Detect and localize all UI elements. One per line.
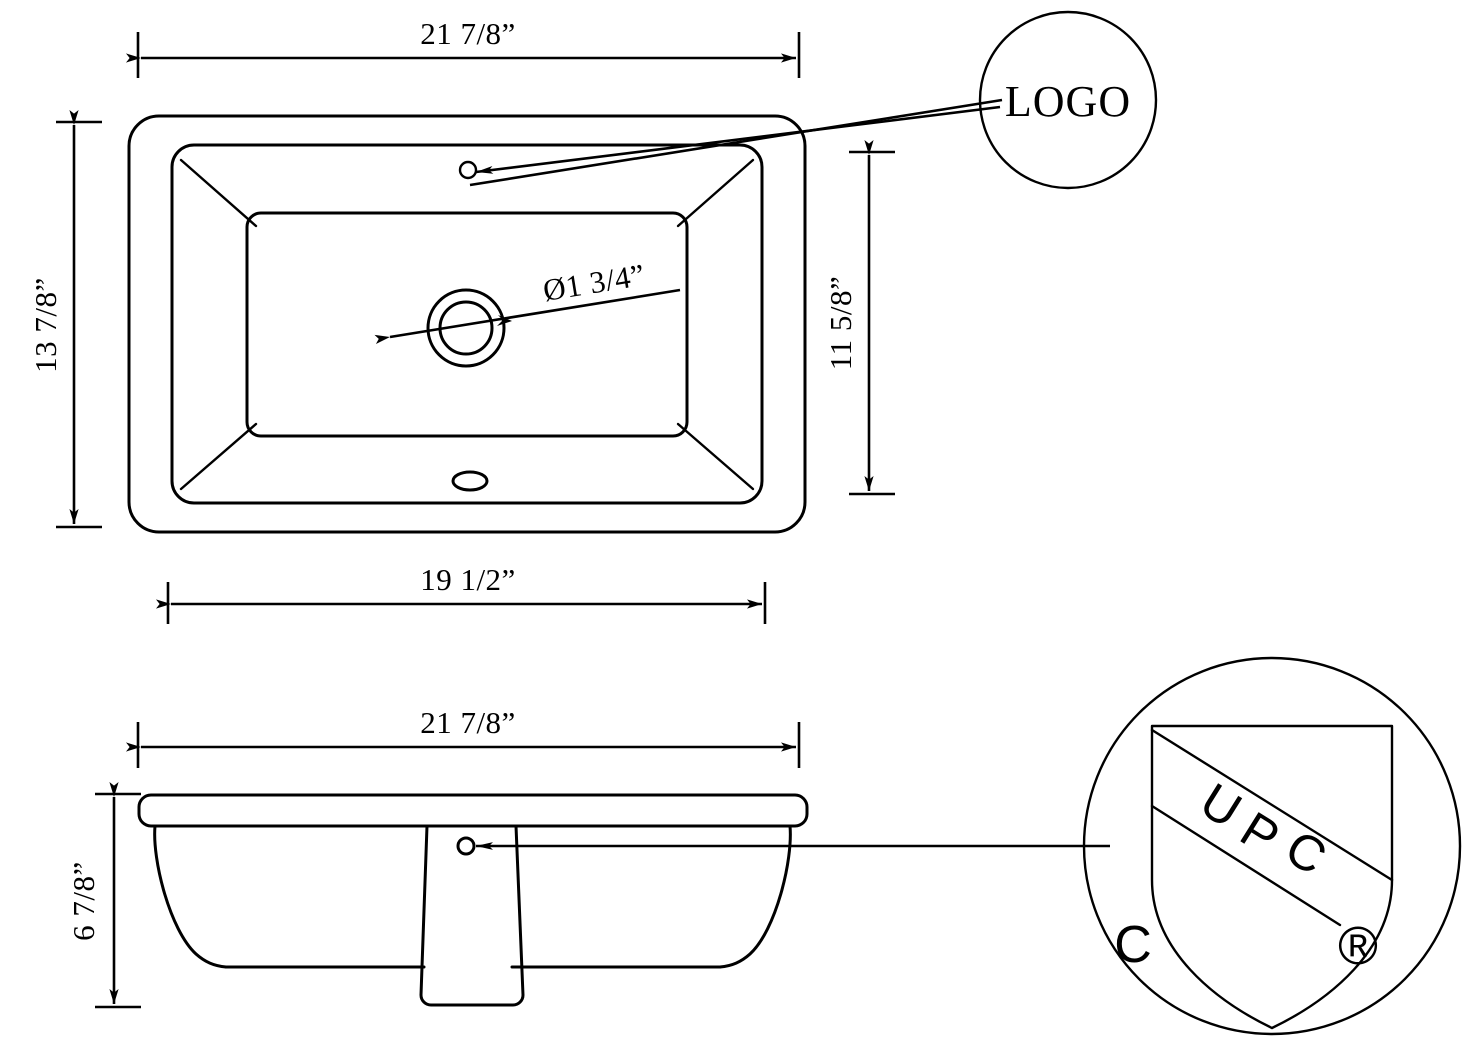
- front-view-group: 21 7/8” 6 7/8”: [66, 705, 809, 1009]
- top-view-group: Ø1 3/4” 21 7/8” 13 7/8” 11 5/8” 19 1/2”: [28, 16, 895, 624]
- corner-miter-bottom-right: [676, 422, 755, 491]
- front-top-dimension-label: 21 7/8”: [420, 705, 516, 740]
- front-rim-slab: [137, 793, 809, 828]
- corner-miter-top-right: [676, 158, 755, 228]
- overflow-hole-icon: [458, 160, 478, 180]
- corner-miter-top-left: [179, 158, 258, 228]
- upc-shield-band-upper: [1150, 728, 1394, 882]
- front-overflow-hole-icon: [456, 836, 476, 856]
- logo-leader-line: [475, 105, 1001, 174]
- upc-registered-mark: ®: [1338, 916, 1378, 976]
- top-dimension-label: 21 7/8”: [420, 16, 516, 51]
- drain-dimension-arrow-right: [497, 315, 512, 326]
- upc-c-mark: C: [1114, 916, 1152, 974]
- upc-shield-band-lower: [1150, 804, 1342, 927]
- drain-circle-outer: [426, 288, 506, 368]
- drain-dimension-leader: [374, 288, 681, 344]
- front-basin-left-wall: [153, 824, 228, 969]
- logo-label: LOGO: [1005, 77, 1131, 126]
- upc-circle-outline: [1082, 656, 1462, 1036]
- drain-diameter-label: Ø1 3/4”: [541, 257, 648, 308]
- upc-shield-outline: [1150, 724, 1394, 1030]
- left-dimension-label: 13 7/8”: [28, 277, 63, 373]
- right-dimension-label: 11 5/8”: [823, 276, 858, 370]
- logo-badge: LOGO: [469, 10, 1158, 190]
- front-drain-boss: [419, 824, 525, 1007]
- upc-badge: U P C C ®: [476, 656, 1462, 1036]
- logo-circle-outline: [978, 10, 1158, 190]
- corner-miter-bottom-left: [179, 422, 258, 491]
- logo-leader-line-secondary: [469, 98, 1003, 187]
- front-left-dimension-label: 6 7/8”: [66, 861, 101, 941]
- bottom-dimension-label: 19 1/2”: [420, 562, 516, 597]
- upc-letter-c: C: [1276, 819, 1336, 886]
- sink-rim-inner-outline: [170, 143, 764, 505]
- sink-outer-rim-outline: [127, 114, 807, 534]
- sink-basin-bottom-outline: [245, 211, 689, 438]
- front-basin-right-wall: [718, 824, 792, 969]
- overflow-slot-icon: [451, 470, 489, 492]
